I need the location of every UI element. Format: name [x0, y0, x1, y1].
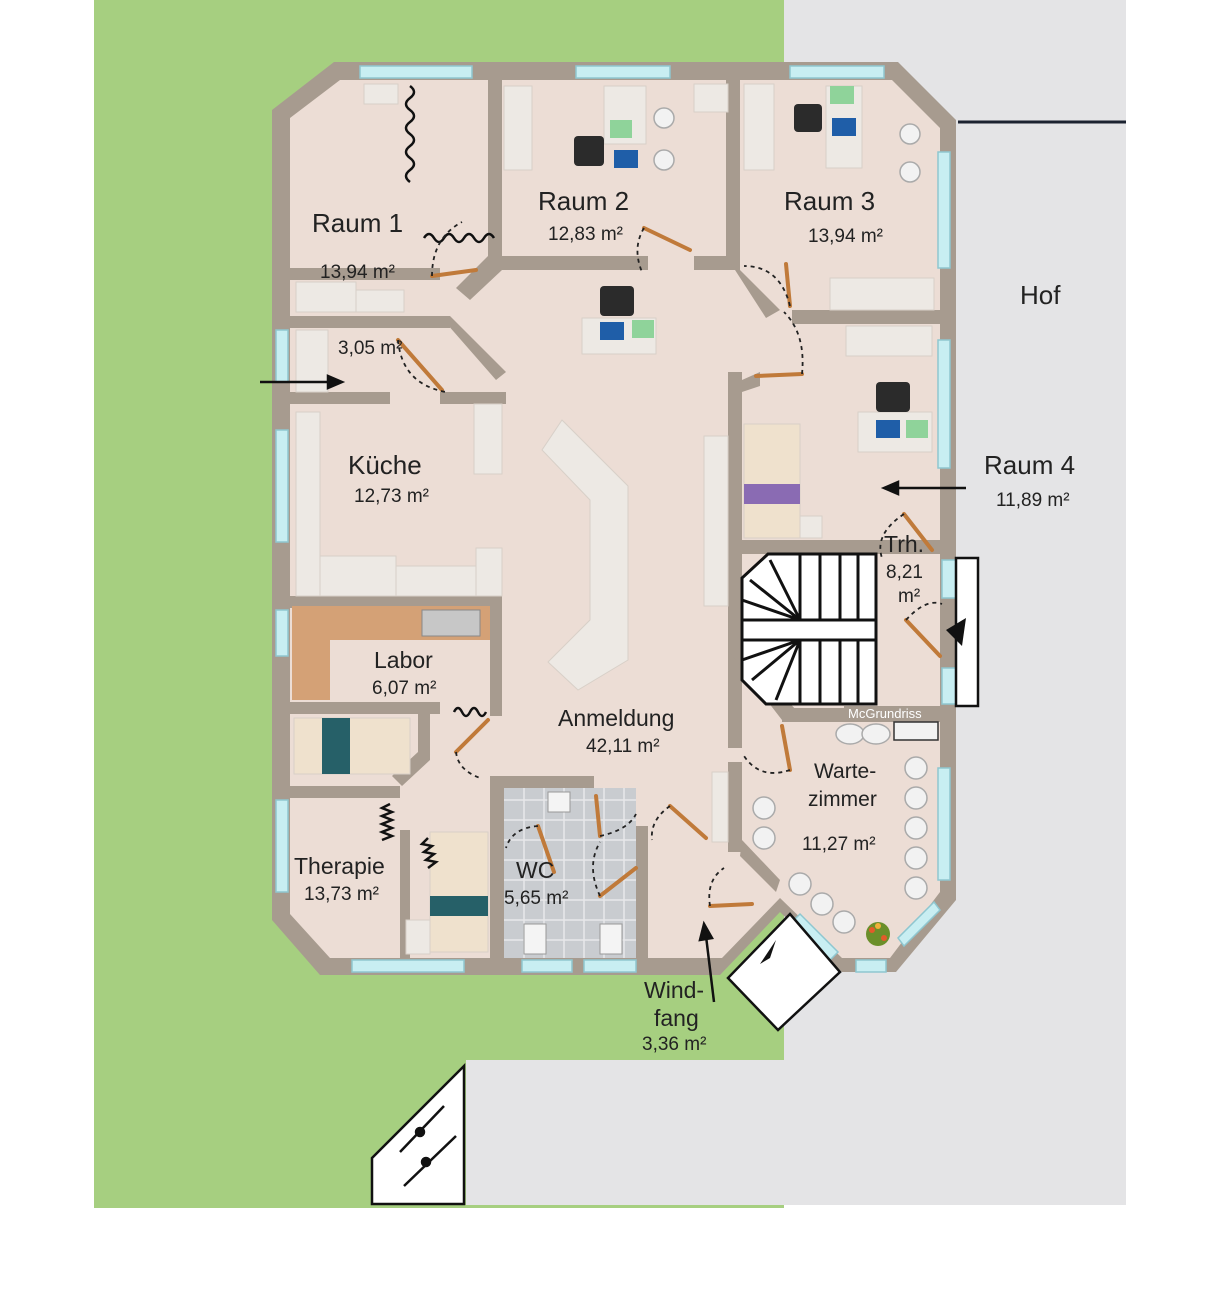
wc-floor [504, 788, 636, 958]
bicycle-icon [399, 1105, 457, 1187]
side-entry-arrow-icon [946, 618, 966, 646]
label-windfang-area: 3,36 m² [642, 1034, 706, 1055]
labor-sink [421, 609, 481, 637]
couch-therapie [430, 896, 488, 916]
label-windfang-name-2: fang [654, 1005, 699, 1031]
label-therapie-area: 13,73 m² [304, 884, 379, 905]
windows [275, 65, 957, 973]
staircase-icon [740, 552, 878, 706]
label-therapie-name: Therapie [294, 853, 385, 879]
radiator-icon [378, 85, 496, 869]
label-kueche-area: 12,73 m² [354, 486, 429, 507]
label-kueche-name: Küche [348, 450, 422, 480]
label-anmeldung-name: Anmeldung [558, 705, 674, 731]
entrance-steps [726, 912, 842, 1032]
label-wc-name: WC [516, 857, 554, 883]
label-labor-area: 6,07 m² [372, 678, 436, 699]
label-raum2-name: Raum 2 [538, 186, 629, 216]
label-raum3-area: 13,94 m² [808, 226, 883, 247]
label-hof: Hof [1020, 280, 1061, 310]
label-raum1-name: Raum 1 [312, 208, 403, 238]
furniture [293, 83, 935, 955]
label-warte-name-1: Warte- [814, 760, 876, 783]
label-abstell-area: 3,05 m² [338, 338, 402, 359]
door-swing-icon [396, 221, 943, 908]
label-warte-area: 11,27 m² [802, 834, 876, 855]
entrance-arrow-icon [760, 940, 776, 964]
label-raum4-area: 11,89 m² [996, 490, 1070, 511]
desk-items [574, 86, 928, 438]
couch-labor [322, 718, 350, 774]
label-raum3-name: Raum 3 [784, 186, 875, 216]
couch-raum4 [744, 484, 800, 504]
label-trh-area-1: 8,21 [886, 562, 923, 583]
label-raum1-area: 13,94 m² [320, 262, 395, 283]
label-raum4-name: Raum 4 [984, 450, 1075, 480]
waiting-chairs [653, 107, 928, 934]
brand-plate [844, 706, 940, 722]
interior-walls [290, 80, 940, 960]
label-trh-area-2: m² [898, 586, 920, 607]
meter-box [893, 721, 939, 741]
yard-bottom [466, 1060, 1126, 1205]
label-raum2-area: 12,83 m² [548, 224, 623, 245]
label-anmeldung-area: 42,11 m² [586, 736, 660, 757]
label-wc-area: 5,65 m² [504, 888, 568, 909]
label-trh-name: Trh. [884, 531, 924, 557]
label-labor-name: Labor [374, 647, 433, 673]
brand-label: McGrundriss [848, 706, 922, 721]
entrance-arrow-icon [260, 374, 966, 1003]
label-warte-name-2: zimmer [808, 788, 877, 811]
label-windfang-name-1: Wind- [644, 977, 704, 1003]
plant-icon [866, 922, 890, 946]
